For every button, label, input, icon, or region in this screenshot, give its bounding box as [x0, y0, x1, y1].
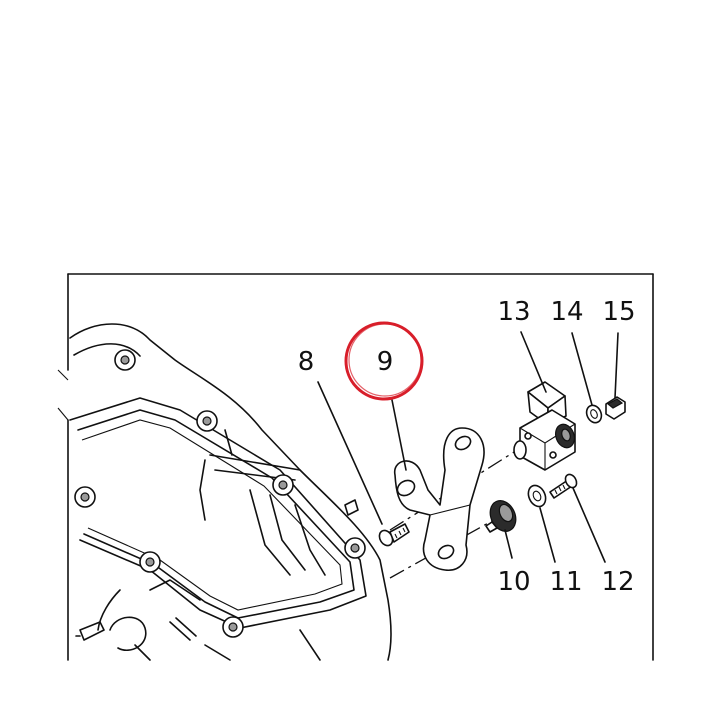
bolt-head-icon: [139, 551, 161, 573]
callout-14: 14: [550, 297, 583, 327]
callout-8: 8: [298, 347, 315, 377]
part-13-sensor: [513, 381, 576, 471]
part-12-pin: [549, 473, 578, 499]
housing-assembly: [69, 323, 392, 661]
callout-10: 10: [497, 567, 530, 597]
leader-13: [520, 331, 547, 393]
leader-lines: [317, 331, 619, 563]
leader-11: [539, 507, 556, 563]
callout-13: 13: [497, 297, 530, 327]
part-15-nut: [605, 396, 626, 420]
bolt-head-icon: [114, 349, 136, 371]
callout-12: 12: [601, 567, 634, 597]
bolt-head-icon: [344, 537, 366, 559]
leader-8: [317, 381, 383, 525]
leader-12: [572, 487, 606, 563]
highlight-ring: [344, 321, 424, 401]
leader-9: [391, 399, 407, 471]
part-8-screw: [378, 523, 410, 547]
bolt-head-icon: [222, 616, 244, 638]
leader-14: [571, 332, 593, 406]
housing-bolts: [74, 349, 366, 638]
part-9-bracket: [394, 427, 485, 571]
bolt-head-icon: [196, 410, 218, 432]
bolt-head-icon: [74, 486, 96, 508]
part-11-washer: [527, 484, 547, 508]
diagram-frame: [57, 273, 654, 661]
bolt-head-icon: [272, 474, 294, 496]
part-14-oring: [585, 404, 603, 424]
callout-9: 9: [377, 347, 394, 377]
part-10-gear: [485, 500, 517, 533]
callout-15: 15: [602, 297, 635, 327]
callout-11: 11: [549, 567, 582, 597]
leader-15: [614, 332, 619, 399]
leader-10: [504, 529, 513, 559]
